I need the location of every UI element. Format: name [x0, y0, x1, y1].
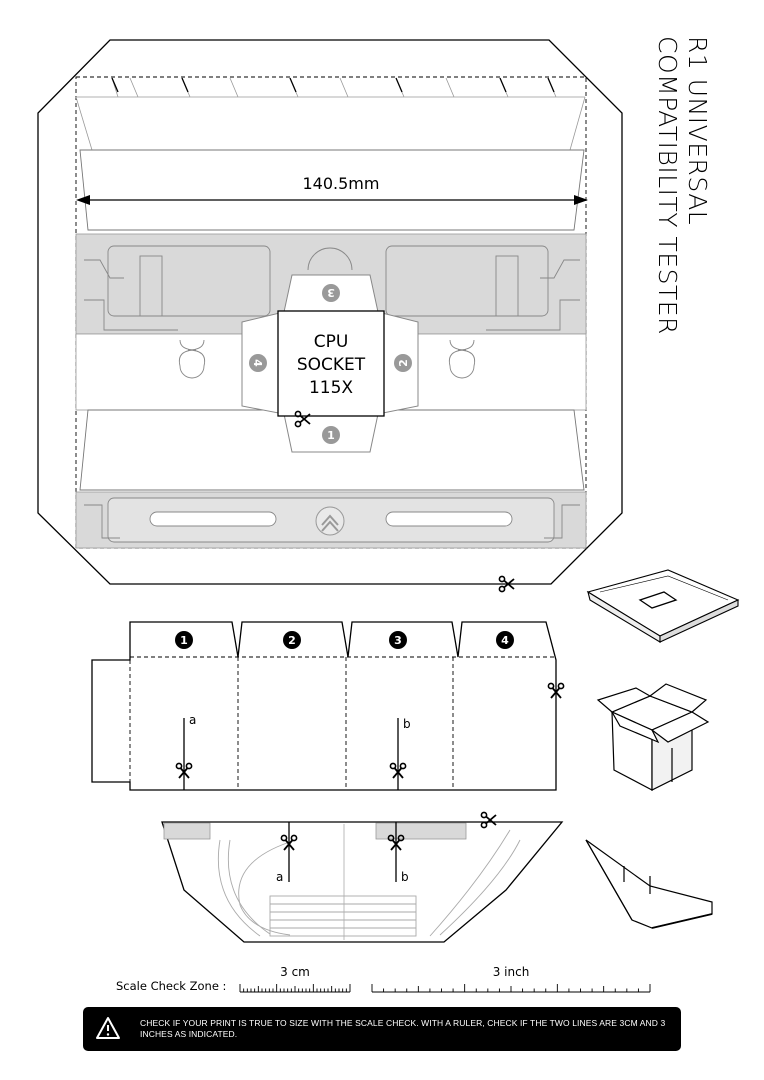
box-panel-template: 1 2 3 4 a b — [91, 621, 565, 791]
tab-number-1: 1 — [322, 426, 340, 444]
box-panel-outline — [91, 621, 557, 791]
tray-template: 140.5mm — [37, 39, 623, 593]
warning-icon — [96, 1017, 120, 1039]
slot-b-label: b — [403, 717, 411, 731]
width-label: 140.5mm — [303, 174, 380, 193]
socket-square — [277, 310, 385, 417]
box-3d-preview — [596, 683, 710, 791]
flap-number-3: 3 — [389, 631, 407, 649]
tab-number-2: 2 — [394, 354, 412, 372]
svg-text:4: 4 — [251, 359, 264, 367]
slope-slot-b-label: b — [401, 870, 409, 884]
tab-number-3: 3 — [322, 284, 340, 302]
scale-check-label: Scale Check Zone : — [116, 979, 226, 993]
tab-number-4: 4 — [249, 354, 267, 372]
flap-number-2: 2 — [283, 631, 301, 649]
svg-text:2: 2 — [397, 359, 410, 367]
warning-banner: CHECK IF YOUR PRINT IS TRUE TO SIZE WITH… — [83, 1007, 681, 1051]
dimension-arrow-left — [76, 195, 90, 205]
slope-panel-outline — [161, 821, 564, 943]
svg-text:1: 1 — [327, 429, 335, 442]
page-title-line2: COMPATIBILITY TESTER — [653, 36, 682, 335]
scale-inch-label: 3 inch — [493, 965, 530, 979]
page-title: R1 UNIVERSAL COMPATIBILITY TESTER — [652, 36, 712, 335]
cm-ruler — [239, 984, 351, 993]
page-title-line1: R1 UNIVERSAL — [683, 36, 712, 226]
inch-ruler — [371, 984, 651, 993]
chevron-up-icon — [315, 506, 345, 536]
flap-number-1: 1 — [175, 631, 193, 649]
dimension-arrow-right — [574, 195, 588, 205]
rim-ticks — [111, 77, 555, 93]
svg-text:2: 2 — [288, 634, 296, 647]
slope-slot-a-label: a — [276, 870, 283, 884]
svg-text:4: 4 — [501, 634, 509, 647]
flap-number-4: 4 — [496, 631, 514, 649]
slope-panel-template: a b — [161, 811, 564, 943]
scale-check-zone: Scale Check Zone : 3 cm 3 inch — [116, 965, 651, 993]
svg-text:1: 1 — [180, 634, 188, 647]
slot-a-label: a — [189, 713, 196, 727]
scale-cm-label: 3 cm — [280, 965, 310, 979]
warning-text: CHECK IF YOUR PRINT IS TRUE TO SIZE WITH… — [140, 1018, 666, 1039]
svg-text:3: 3 — [394, 634, 402, 647]
socket-label-line1: CPU — [314, 332, 349, 352]
socket-label-line2: SOCKET — [297, 355, 366, 375]
slope-3d-preview — [585, 839, 713, 929]
svg-text:3: 3 — [327, 286, 335, 299]
socket-label-line3: 115X — [309, 378, 353, 398]
tray-3d-preview — [586, 569, 740, 643]
